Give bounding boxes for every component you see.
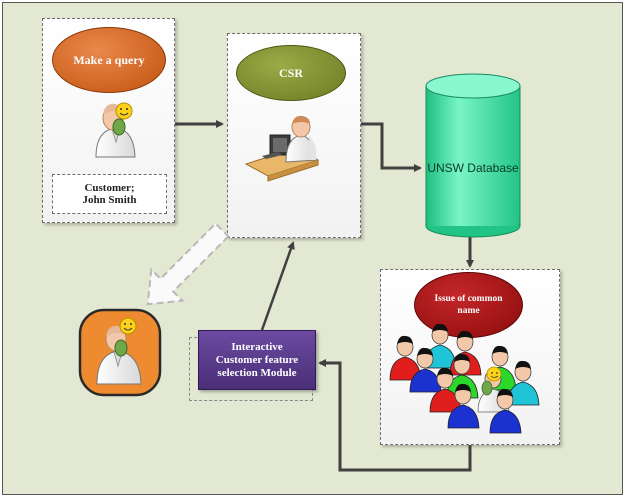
- csr-ellipse: CSR: [236, 45, 346, 101]
- module-label-line2: Customer feature: [215, 353, 299, 366]
- module-label-line1: Interactive: [231, 340, 283, 353]
- feedback-hollow-arrow: [146, 222, 230, 306]
- smiley-icon: [115, 102, 133, 120]
- arrow-module-to-csr: [260, 241, 295, 331]
- issue-label-line2: name: [457, 306, 480, 316]
- customer-name-box: Customer; John Smith: [52, 174, 167, 214]
- database-cylinder: [425, 73, 521, 238]
- arrow-csr-to-database: [361, 122, 422, 172]
- balloon-icon: [112, 118, 126, 136]
- make-query-label: Make a query: [73, 52, 145, 67]
- csr-agent-icon: [244, 115, 320, 182]
- customer-name: John Smith: [82, 194, 137, 206]
- customer-person-icon: [95, 102, 136, 158]
- csr-label: CSR: [278, 65, 303, 80]
- database-label: UNSW Database: [427, 161, 519, 175]
- issue-label-line1: Issue of common: [434, 294, 503, 304]
- arrow-issue-to-module: [318, 359, 472, 472]
- crowd-icon: [389, 323, 540, 434]
- customer-label: Customer;: [84, 182, 135, 194]
- customer-feedback-badge: [78, 308, 162, 397]
- module-label-line3: selection Module: [217, 366, 297, 379]
- make-query-ellipse: Make a query: [52, 27, 166, 93]
- feature-selection-module: Interactive Customer feature selection M…: [198, 330, 316, 390]
